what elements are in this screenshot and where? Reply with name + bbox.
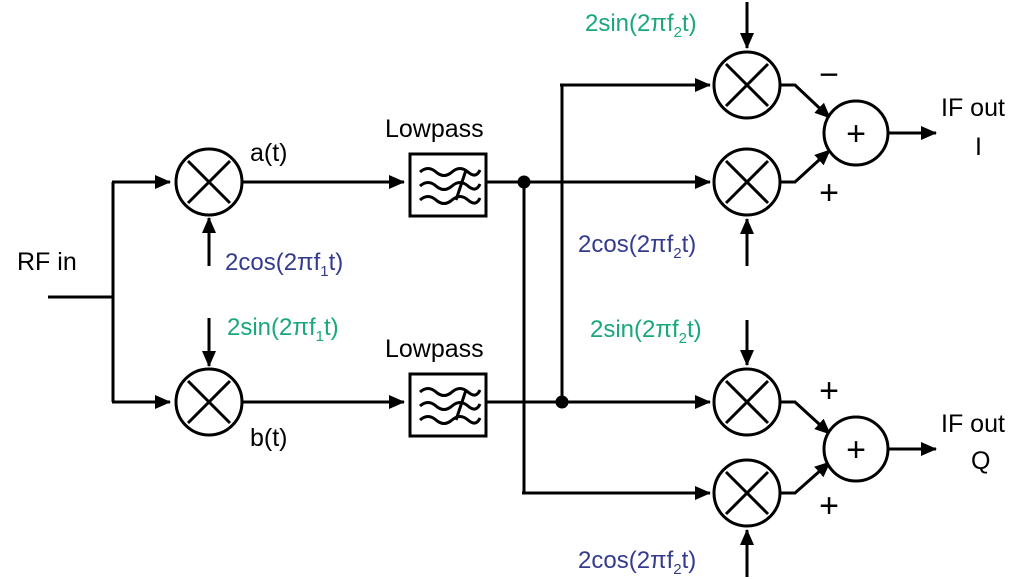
- junction-dot-bottom: [555, 395, 569, 409]
- lo-label-sin-f1: 2sin(2πf1t): [227, 314, 339, 345]
- lowpass-top-label: Lowpass: [385, 115, 484, 143]
- sign-i-top: −: [819, 56, 839, 94]
- a-t-label: a(t): [250, 139, 288, 167]
- lo-label-sin-f2-top: 2sin(2πf2t): [585, 10, 697, 41]
- b-t-label: b(t): [250, 424, 288, 452]
- summer-q-plus-symbol: +: [846, 431, 866, 469]
- summer-q: +: [822, 415, 890, 483]
- rf-in-label: RF in: [17, 248, 77, 276]
- junction-dot-top: [517, 175, 531, 189]
- mixer-i-upper: [712, 50, 782, 120]
- summer-i-inputs: [780, 83, 832, 184]
- distribution-wires: [486, 78, 711, 500]
- summer-i-plus-symbol: +: [846, 115, 866, 153]
- lo-label-sin-f2-lower: 2sin(2πf2t): [590, 316, 702, 347]
- lo-label-cos-f2-upper: 2cos(2πf2t): [578, 231, 696, 262]
- lowpass-filter-top: [408, 152, 488, 218]
- lo-label-cos-f1: 2cos(2πf1t): [225, 249, 343, 280]
- sign-q-top: +: [819, 372, 839, 410]
- rf-input-wires: [48, 175, 171, 409]
- summer-q-inputs: [780, 400, 832, 495]
- if-out-q-label: IF out: [941, 410, 1005, 438]
- if-out-i-label: IF out: [941, 94, 1005, 122]
- lowpass-filter-bottom: [408, 372, 488, 438]
- summer-i: +: [822, 99, 890, 167]
- sign-q-bottom: +: [819, 487, 839, 525]
- if-out-i-channel: I: [975, 133, 982, 161]
- lo-label-cos-f2-bottom: 2cos(2πf2t): [578, 547, 696, 578]
- if-out-q-channel: Q: [971, 447, 990, 475]
- sign-i-bottom: +: [819, 174, 839, 212]
- mixer-b: [174, 367, 244, 437]
- mixer-q-lower: [712, 458, 782, 528]
- mixer-a: [174, 147, 244, 217]
- mixer-q-upper: [712, 367, 782, 437]
- mixer-i-lower: [712, 147, 782, 217]
- lowpass-bottom-label: Lowpass: [385, 335, 484, 363]
